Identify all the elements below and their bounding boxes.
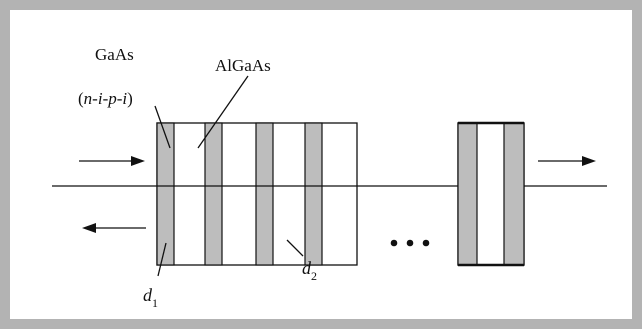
gaas-layer	[204, 122, 223, 266]
d2-label: d2	[302, 258, 317, 283]
transmitted-arrow	[538, 156, 596, 166]
gaas-layer	[457, 122, 478, 266]
algaas-leader-line	[197, 75, 249, 149]
ellipsis-dot	[406, 239, 414, 247]
reflected-arrow	[82, 223, 146, 233]
d1-leader-line	[157, 242, 167, 277]
ellipsis-dot	[390, 239, 398, 247]
d1-label: d1	[143, 285, 158, 310]
gaas-layer	[255, 122, 274, 266]
gaas-layer	[304, 122, 323, 266]
nipi-label: (n-i-p-i)	[78, 89, 133, 108]
algaas-label: AlGaAs	[215, 56, 271, 75]
incident-arrow	[79, 156, 145, 166]
d2-leader-line	[286, 239, 304, 257]
ellipsis-dot	[422, 239, 430, 247]
gaas-label: GaAs	[95, 45, 134, 64]
gaas-layer	[156, 122, 175, 266]
nipi-leader-line	[154, 105, 171, 149]
gaas-layer	[503, 122, 525, 266]
